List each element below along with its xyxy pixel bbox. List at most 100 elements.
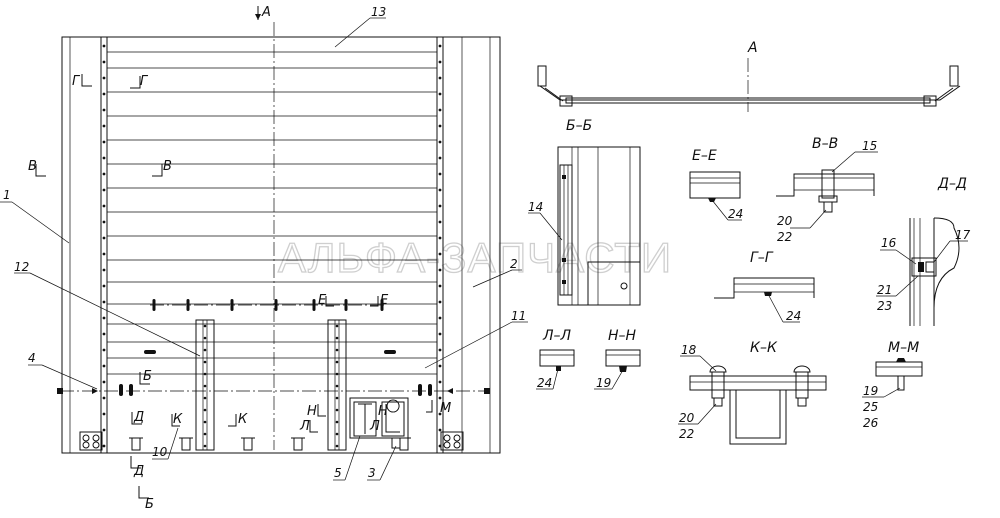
rivet	[438, 220, 442, 224]
rod-dot	[203, 324, 207, 328]
rivet	[438, 188, 442, 192]
mark-n-left: Н	[307, 404, 317, 419]
main-callouts: 13 1 2 12 11 4 10 5 3	[0, 5, 528, 481]
bracket	[399, 437, 409, 451]
mark-l-left: Л	[299, 419, 310, 434]
view-dd: Д–Д 16 17 21 23	[876, 176, 971, 326]
view-nn: Н–Н 19	[594, 328, 641, 390]
rivet	[438, 252, 442, 256]
rivet	[438, 44, 442, 48]
curtain-slats	[107, 51, 437, 375]
callout-20-kk: 20	[679, 411, 695, 425]
bar-pin	[230, 299, 234, 311]
callout-3: 3	[368, 466, 376, 480]
view-kk: К–К 18 20 22	[678, 340, 827, 445]
rod-dot	[335, 372, 339, 376]
rivet	[102, 268, 106, 272]
callout-24-ee: 24	[728, 207, 743, 221]
roller-left	[79, 431, 103, 451]
rod-dot	[335, 420, 339, 424]
mark-m: М	[440, 401, 451, 416]
view-ee: Е–Е 24	[689, 148, 743, 221]
callout-15: 15	[862, 139, 877, 153]
callout-19-mm: 19	[863, 384, 878, 398]
rivet	[438, 396, 442, 400]
callout-20-vv: 20	[777, 214, 793, 228]
bracket	[131, 437, 141, 451]
watermark-text: АЛЬФА-ЗАПЧАСТИ	[278, 234, 672, 281]
rivet	[102, 220, 106, 224]
rivet	[438, 380, 442, 384]
rivet	[102, 428, 106, 432]
rivet	[438, 76, 442, 80]
rod-dot	[203, 348, 207, 352]
mark-b-top: Б	[143, 369, 152, 384]
callout-17: 17	[955, 228, 971, 242]
view-nn-title: Н–Н	[608, 328, 637, 344]
rod-dot	[335, 396, 339, 400]
rod-dot	[203, 408, 207, 412]
view-gg: Г–Г 24	[714, 250, 815, 323]
rivet	[102, 140, 106, 144]
mark-e-left: Е	[318, 293, 327, 308]
bracket	[293, 437, 303, 451]
mark-b-bottom: Б	[145, 497, 154, 512]
rivet	[102, 252, 106, 256]
rivet	[438, 108, 442, 112]
rivet	[438, 332, 442, 336]
callout-24-ll: 24	[537, 376, 552, 390]
lock-bar-pins	[152, 299, 384, 311]
rod-dot	[203, 432, 207, 436]
frame-outline	[61, 36, 501, 454]
view-ll: Л–Л 24	[536, 328, 575, 390]
callout-26: 26	[863, 416, 879, 430]
roller-right	[440, 431, 464, 451]
rod-dot	[335, 336, 339, 340]
lock-box	[349, 397, 409, 449]
rivet	[438, 428, 442, 432]
mark-l-right: Л	[369, 419, 380, 434]
callout-10: 10	[152, 445, 168, 459]
rivet	[102, 412, 106, 416]
callout-24-gg: 24	[786, 309, 801, 323]
main-view: А Г Г В В Е Е Б Б Д Д К К	[0, 5, 528, 512]
callout-19-nn: 19	[596, 376, 611, 390]
section-marks: А Г Г В В Е Е Б Б Д Д К К	[28, 5, 451, 512]
callout-1: 1	[3, 188, 11, 202]
view-dd-title: Д–Д	[937, 176, 967, 192]
callout-13: 13	[371, 5, 386, 19]
view-mm-title: М–М	[888, 340, 919, 356]
rod-dot	[335, 384, 339, 388]
rod-dot	[335, 324, 339, 328]
rivet	[102, 92, 106, 96]
rivet	[438, 284, 442, 288]
mark-k-right: К	[238, 412, 248, 427]
rivet	[102, 124, 106, 128]
rod-dot	[335, 432, 339, 436]
mark-v-left: В	[28, 159, 37, 174]
rod-dot	[203, 360, 207, 364]
rivet	[438, 140, 442, 144]
bracket	[243, 437, 253, 451]
rivet	[438, 236, 442, 240]
rivet	[438, 412, 442, 416]
mark-d-top: Д	[133, 410, 144, 425]
bar-pin	[274, 299, 278, 311]
callout-21: 21	[877, 283, 892, 297]
rivet	[438, 348, 442, 352]
view-ll-title: Л–Л	[542, 328, 572, 344]
rivet	[438, 268, 442, 272]
mark-g-right: Г	[140, 74, 149, 89]
mark-a: А	[261, 5, 271, 20]
mark-n-right: Н	[378, 404, 388, 419]
rivet	[102, 380, 106, 384]
rod-dot	[203, 336, 207, 340]
callout-2: 2	[510, 257, 518, 271]
rivet	[102, 76, 106, 80]
rivet	[102, 348, 106, 352]
rivet	[102, 44, 106, 48]
callout-16: 16	[881, 236, 897, 250]
rivet	[102, 188, 106, 192]
